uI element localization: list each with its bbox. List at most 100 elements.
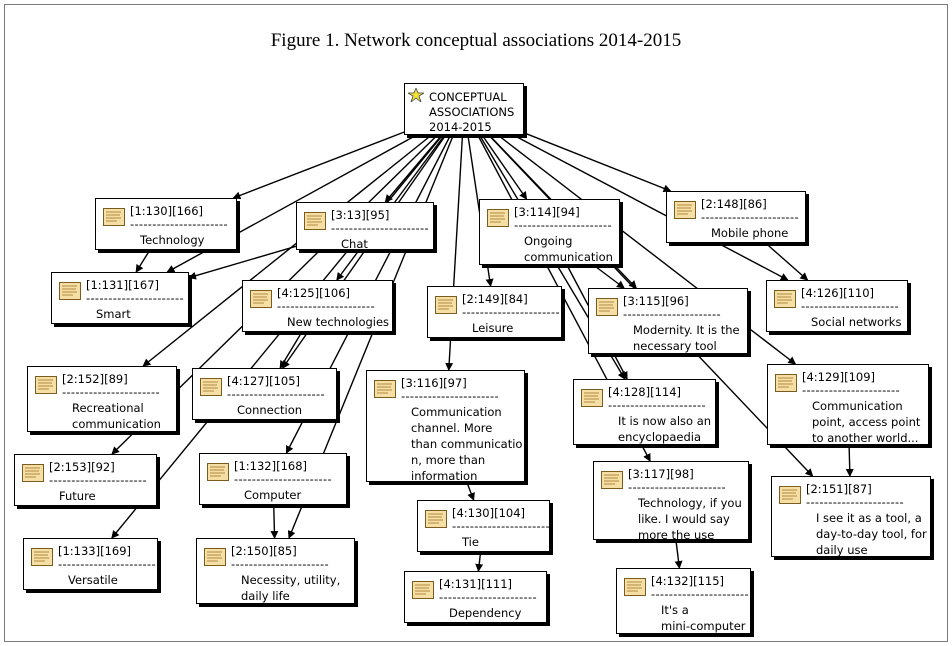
node-code: [3:116][97] [401, 376, 467, 390]
node-code: [4:127][105] [227, 374, 301, 388]
node-label: Social networks [811, 315, 902, 329]
memo-icon [207, 463, 229, 481]
association-edge [585, 257, 625, 289]
node-label: Communication point, access point to ano… [812, 399, 921, 445]
memo-node[interactable]: [4:128][114]----------------------It is … [573, 379, 716, 445]
node-label: Necessity, utility, daily life [241, 573, 341, 603]
node-label: Future [59, 489, 96, 503]
memo-icon [31, 548, 53, 566]
node-separator: ---------------------- [514, 218, 612, 232]
association-edge [671, 532, 683, 569]
node-code: [2:150][85] [231, 544, 297, 558]
node-label: Leisure [472, 321, 514, 335]
node-label: Ongoing communication [524, 234, 613, 264]
node-code: [1:132][168] [234, 459, 308, 473]
node-label: New technologies [287, 315, 390, 329]
memo-node[interactable]: [1:132][168]----------------------Comput… [199, 453, 347, 505]
memo-node[interactable]: [1:130][166]----------------------Techno… [95, 198, 237, 250]
memo-node[interactable]: [3:114][94]---------------------- Ongoing… [479, 199, 620, 265]
memo-node[interactable]: [2:153][92]----------------------Future [14, 454, 157, 506]
node-code: [1:131][167] [86, 278, 160, 292]
memo-icon [304, 212, 326, 230]
memo-icon [22, 464, 44, 482]
memo-icon [250, 290, 272, 308]
node-separator: ---------------------- [58, 557, 156, 571]
root-label: CONCEPTUAL ASSOCIATIONS 2014-2015 [429, 90, 515, 134]
association-edge [188, 240, 304, 280]
memo-icon [374, 380, 396, 398]
memo-node[interactable]: [3:116][97]----------------------Communi… [366, 370, 525, 483]
node-code: [3:117][98] [628, 467, 694, 481]
memo-node[interactable]: [4:126][110]----------------------Social… [766, 280, 908, 332]
memo-icon [624, 578, 646, 596]
node-code: [3:114][94] [514, 205, 580, 219]
memo-icon [487, 209, 509, 227]
association-edge [844, 437, 854, 477]
node-separator: ---------------------- [628, 480, 726, 494]
memo-icon [425, 510, 447, 528]
memo-icon [601, 471, 623, 489]
node-separator: ---------------------- [234, 472, 332, 486]
node-label: Mobile phone [711, 226, 789, 240]
node-separator: ---------------------- [452, 519, 550, 533]
node-code: [1:130][166] [130, 204, 204, 218]
node-code: [4:131][111] [439, 577, 513, 591]
node-separator: ---------------------- [806, 495, 904, 509]
memo-node[interactable]: [3:117][98]---------------------- Technol… [593, 461, 749, 542]
memo-icon [674, 201, 696, 219]
association-edge [135, 241, 157, 273]
node-separator: ---------------------- [462, 305, 560, 319]
node-code: [2:152][89] [62, 372, 128, 386]
memo-icon [775, 374, 797, 392]
node-code: [3:115][96] [623, 294, 689, 308]
node-code: [2:148][86] [701, 197, 767, 211]
association-edge [460, 474, 475, 501]
node-separator: ---------------------- [802, 383, 900, 397]
association-edge [269, 497, 279, 539]
node-label: Chat [341, 237, 368, 251]
memo-icon [204, 548, 226, 566]
memo-icon [581, 389, 603, 407]
node-separator: ---------------------- [231, 557, 329, 571]
node-label: Technology, if you like. I would say mor… [638, 496, 742, 542]
node-code: [2:153][92] [49, 460, 115, 474]
node-code: [4:132][115] [651, 574, 725, 588]
memo-icon [596, 298, 618, 316]
node-separator: ---------------------- [277, 299, 375, 313]
memo-node[interactable]: [4:127][105]----------------------Connec… [192, 368, 337, 420]
memo-node[interactable]: [1:131][167]----------------------Smart [51, 272, 189, 324]
memo-node[interactable]: [4:125][106]----------------------New te… [242, 280, 393, 332]
memo-node[interactable]: [2:151][87]----------------------I see i… [771, 476, 931, 557]
memo-node[interactable]: [4:132][115]----------------------It's a… [616, 568, 751, 634]
node-separator: ---------------------- [331, 221, 429, 235]
node-code: [2:149][84] [462, 292, 528, 306]
node-separator: ---------------------- [623, 307, 721, 321]
association-edge [516, 126, 672, 193]
memo-node[interactable]: [4:130][104]----------------------Tie [417, 500, 550, 552]
memo-node[interactable]: [2:152][89]----------------------Recreat… [27, 366, 177, 432]
memo-node[interactable]: [2:150][85]---------------------- Necessi… [196, 538, 355, 604]
node-code: [1:133][169] [58, 544, 132, 558]
node-separator: ---------------------- [651, 587, 749, 601]
node-code: [2:151][87] [806, 482, 872, 496]
root-node[interactable]: CONCEPTUAL ASSOCIATIONS 2014-2015 [404, 83, 524, 135]
memo-node[interactable]: [2:148][86]----------------------Mobile … [666, 191, 806, 243]
node-code: [4:129][109] [802, 370, 876, 384]
memo-node[interactable]: [4:131][111]----------------------Depend… [404, 571, 547, 623]
memo-icon [779, 486, 801, 504]
node-code: [4:130][104] [452, 506, 526, 520]
memo-node[interactable]: [3:13][95]----------------------Chat [296, 202, 434, 251]
node-label: Smart [96, 307, 131, 321]
association-edge [757, 235, 809, 281]
memo-icon [435, 296, 457, 314]
node-label: Communication channel. More than communi… [411, 405, 523, 483]
memo-node[interactable]: [3:115][96]---------------------- Moderni… [588, 288, 748, 354]
memo-icon [412, 581, 434, 599]
memo-node[interactable]: [2:149][84]---------------------- Leisure [427, 286, 562, 338]
memo-node[interactable]: [4:129][109]---------------------- Commun… [767, 364, 929, 445]
node-label: Modernity. It is the necessary tool [633, 323, 740, 353]
node-separator: ---------------------- [62, 385, 160, 399]
memo-node[interactable]: [1:133][169]----------------------Versat… [23, 538, 158, 590]
node-separator: ---------------------- [130, 217, 228, 231]
memo-icon [774, 290, 796, 308]
